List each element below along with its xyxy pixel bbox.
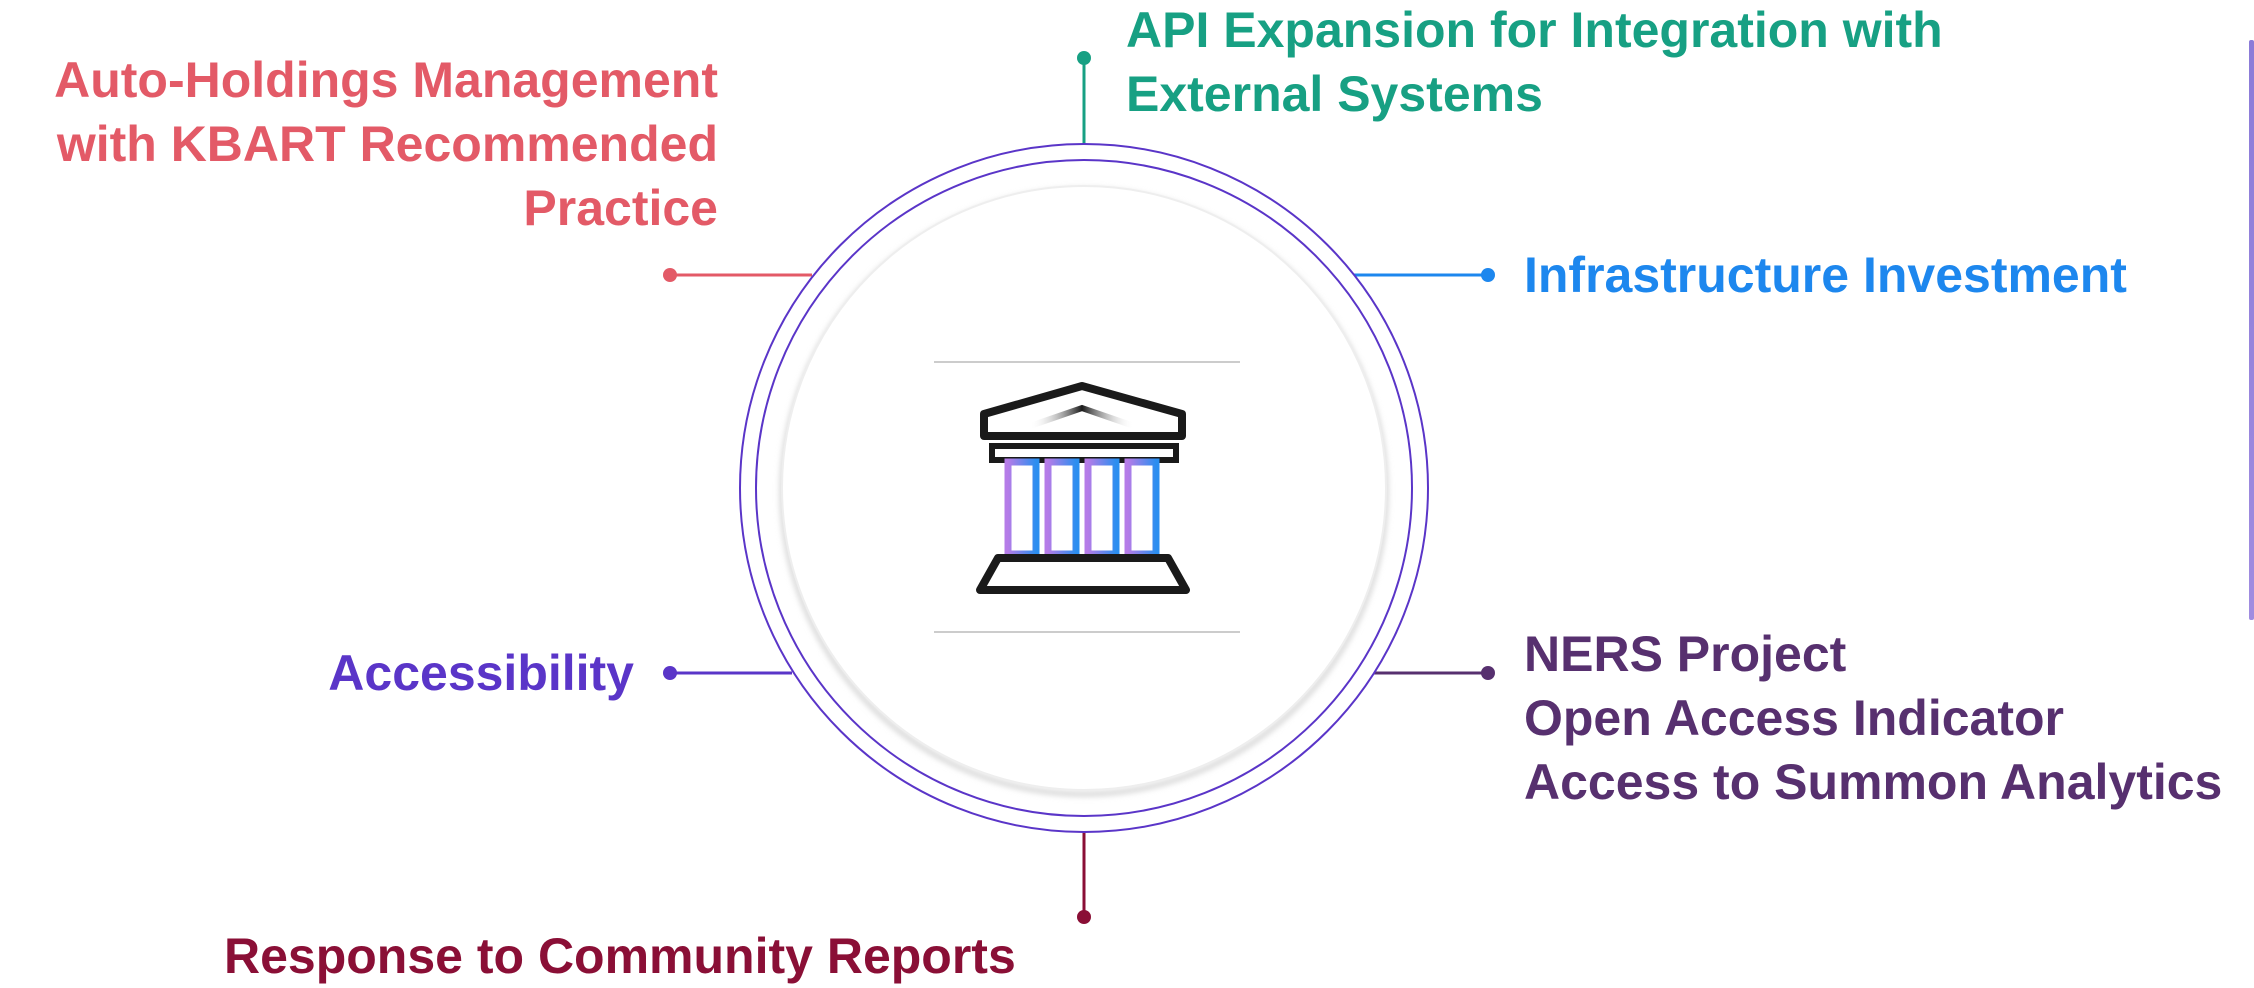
- middle-ring: [755, 159, 1413, 817]
- topic-line: Response to Community Reports: [224, 928, 1016, 984]
- topic-line: Auto-Holdings Management: [54, 52, 718, 108]
- topic-infrastructure: Infrastructure Investment: [1524, 243, 2127, 307]
- institution-building-icon: [976, 382, 1190, 594]
- topic-line: Infrastructure Investment: [1524, 247, 2127, 303]
- inner-ring: [781, 185, 1387, 791]
- topic-line: NERS Project: [1524, 626, 1847, 682]
- topic-auto-holdings: Auto-Holdings Management with KBART Reco…: [54, 48, 718, 240]
- connector-accessibility: [663, 666, 792, 680]
- topic-line: Access to Summon Analytics: [1524, 754, 2223, 810]
- connector-infrastructure: [1352, 268, 1495, 282]
- topic-line: Open Access Indicator: [1524, 690, 2064, 746]
- topic-line: External Systems: [1126, 66, 1543, 122]
- topic-line: API Expansion for Integration with: [1126, 2, 1943, 58]
- edge-accent-bar: [2249, 40, 2254, 620]
- topic-ners: NERS Project Open Access Indicator Acces…: [1524, 622, 2222, 814]
- topic-accessibility: Accessibility: [328, 641, 634, 705]
- topic-line: Accessibility: [328, 645, 634, 701]
- connector-ners: [1374, 666, 1495, 680]
- topic-line: with KBART Recommended: [56, 116, 718, 172]
- connector-auto-holdings: [663, 268, 812, 282]
- connector-api-expansion: [1077, 51, 1091, 144]
- topic-community-reports: Response to Community Reports: [224, 924, 1016, 988]
- topic-line: Practice: [523, 180, 718, 236]
- connector-community-reports: [1077, 832, 1091, 924]
- topic-api-expansion: API Expansion for Integration with Exter…: [1126, 0, 1943, 126]
